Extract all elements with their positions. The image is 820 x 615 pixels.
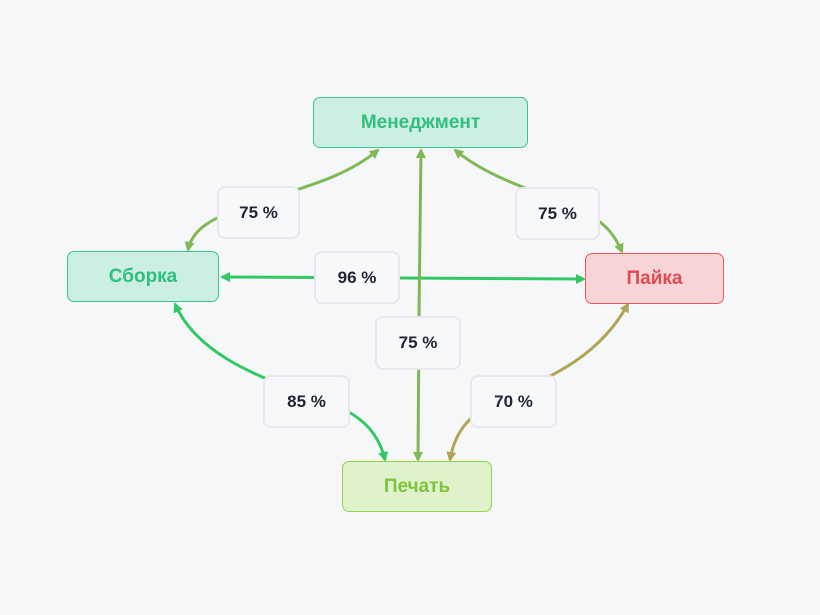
- edge-label-management-soldering: 75 %: [515, 187, 600, 240]
- edge-label-management-printing: 75 %: [375, 316, 461, 370]
- node-assembly[interactable]: Сборка: [67, 251, 219, 302]
- edge-label-management-assembly: 75 %: [217, 186, 300, 239]
- node-management[interactable]: Менеджмент: [313, 97, 528, 148]
- edge-label-assembly-soldering: 96 %: [314, 251, 400, 304]
- edge-assembly-soldering: [220, 272, 586, 284]
- edge-management-printing: [413, 148, 426, 462]
- node-printing[interactable]: Печать: [342, 461, 492, 512]
- edge-label-assembly-printing: 85 %: [263, 375, 350, 428]
- edge-label-soldering-printing: 70 %: [470, 375, 557, 428]
- node-soldering[interactable]: Пайка: [585, 253, 724, 304]
